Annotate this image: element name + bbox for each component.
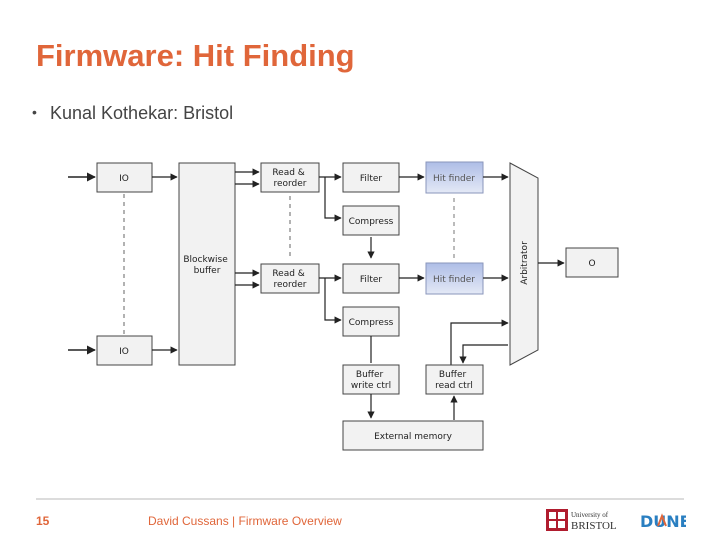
svg-text:DUNE: DUNE bbox=[640, 512, 686, 531]
buffer-read-ctrl-label: Buffer read ctrl bbox=[435, 370, 473, 391]
output-label: O bbox=[588, 259, 595, 269]
io-label-top: IO bbox=[119, 174, 129, 184]
buffer-read-ctrl-block bbox=[425, 364, 484, 395]
blockwise-buffer-block bbox=[178, 162, 236, 366]
footer-text: David Cussans | Firmware Overview bbox=[148, 514, 342, 528]
io-label-bottom: IO bbox=[119, 347, 129, 357]
compress-block-bottom bbox=[342, 306, 400, 337]
slide-title: Firmware: Hit Finding bbox=[36, 38, 355, 73]
filter-label-bottom: Filter bbox=[360, 275, 383, 285]
compress-label-bottom: Compress bbox=[349, 318, 394, 328]
output-block bbox=[565, 247, 619, 278]
read-reorder-label-top: Read & reorder bbox=[272, 168, 307, 189]
svg-text:University of: University of bbox=[571, 511, 609, 519]
svg-text:BRISTOL: BRISTOL bbox=[571, 520, 617, 532]
external-memory-label: External memory bbox=[374, 432, 452, 442]
hit-finder-label-bottom: Hit finder bbox=[433, 275, 475, 285]
compress-block-top bbox=[342, 205, 400, 236]
footer-divider bbox=[36, 498, 684, 500]
io-block-bottom bbox=[96, 335, 153, 366]
arbitrator-label: Arbitrator bbox=[520, 241, 530, 285]
hit-finder-block-bottom bbox=[425, 262, 484, 295]
hit-finder-label-top: Hit finder bbox=[433, 174, 475, 184]
university-of-bristol-logo: University of BRISTOL bbox=[546, 509, 617, 532]
read-reorder-label-bottom: Read & reorder bbox=[272, 269, 307, 290]
external-memory-block bbox=[342, 420, 484, 451]
arbitrator-block bbox=[509, 162, 539, 366]
slide-number: 15 bbox=[36, 514, 50, 528]
compress-label-top: Compress bbox=[349, 217, 394, 227]
buffer-write-ctrl-label: Buffer write ctrl bbox=[351, 370, 391, 391]
dune-logo: DUNE bbox=[640, 512, 686, 531]
buffer-write-ctrl-block bbox=[342, 364, 400, 395]
filter-label-top: Filter bbox=[360, 174, 383, 184]
bullet-dot-icon: • bbox=[32, 104, 37, 120]
bullet-text: Kunal Kothekar: Bristol bbox=[50, 103, 234, 123]
blockwise-buffer-label: Blockwise buffer bbox=[183, 255, 230, 276]
filter-block-top bbox=[342, 162, 400, 193]
read-reorder-block-bottom bbox=[260, 263, 320, 294]
io-block-top bbox=[96, 162, 153, 193]
bullet-item: • Kunal Kothekar: Bristol bbox=[32, 103, 233, 124]
